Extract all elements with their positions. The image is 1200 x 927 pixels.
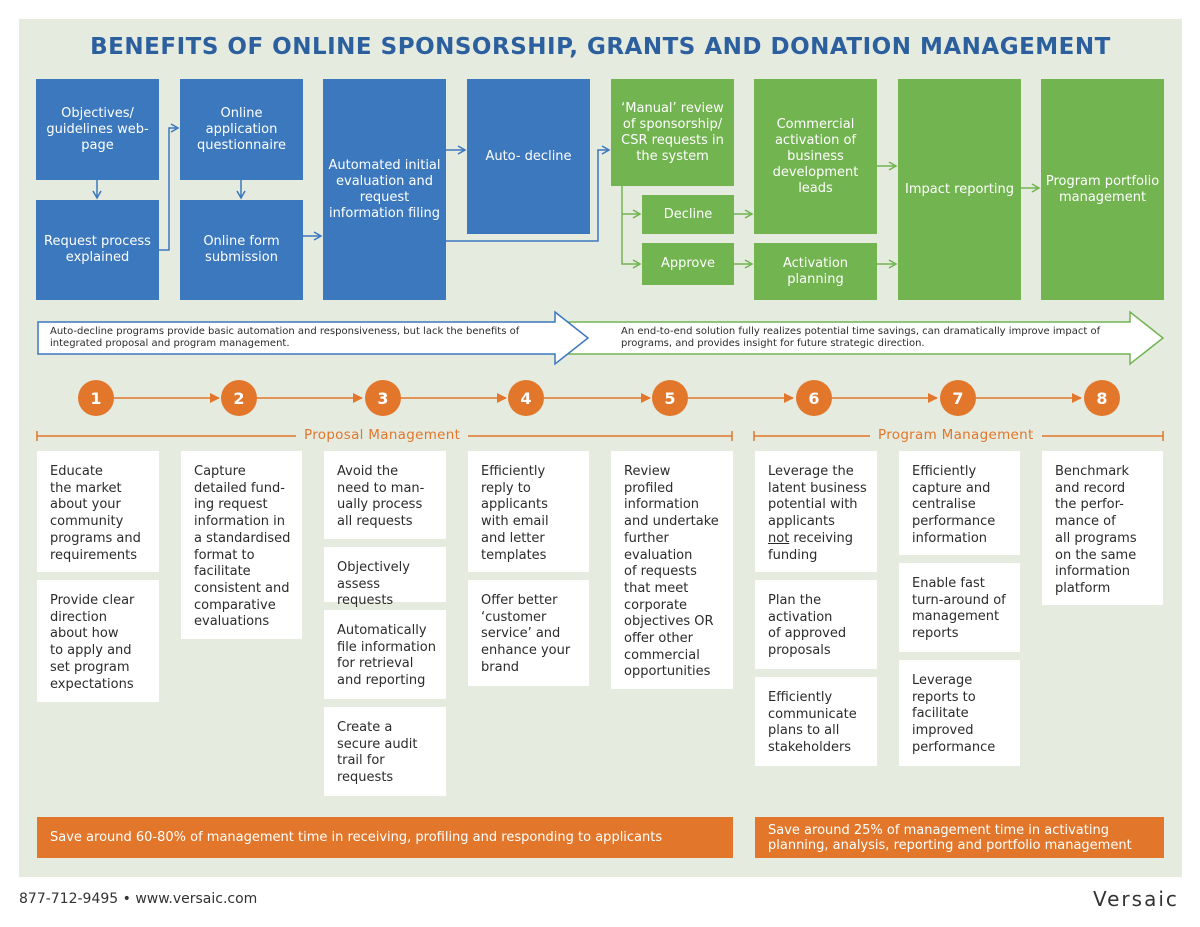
benefit-card: Automatically file information for retri… <box>324 610 446 699</box>
portfolio-management-box: Program portfolio management <box>1041 79 1164 300</box>
card-text: Leverage the latent business potential w… <box>768 464 867 530</box>
step-4: 4 <box>508 380 544 416</box>
savings-bar-proposal: Save around 60-80% of management time in… <box>37 817 733 858</box>
step-1: 1 <box>78 380 114 416</box>
benefit-card: Leverage the latent business potential w… <box>755 451 877 572</box>
step-3: 3 <box>365 380 401 416</box>
step-6: 6 <box>796 380 832 416</box>
right-banner-text: An end-to-end solution fully realizes po… <box>621 326 1101 349</box>
benefit-card: Review profiled information and undertak… <box>611 451 733 689</box>
online-questionnaire-box: Online application questionnaire <box>180 79 303 180</box>
benefit-card: Educate the market about your community … <box>37 451 159 572</box>
footer-contact: 877-712-9495 • www.versaic.com <box>19 891 258 907</box>
benefit-card: Provide clear direction about how to app… <box>37 580 159 702</box>
savings-text: Save around 25% of management time in ac… <box>768 822 1132 853</box>
step-7: 7 <box>940 380 976 416</box>
step-2: 2 <box>221 380 257 416</box>
versaic-logo: Versaic <box>1093 887 1179 911</box>
decline-box: Decline <box>642 195 734 234</box>
automated-evaluation-box: Automated initial evaluation and request… <box>323 79 446 300</box>
benefit-card: Avoid the need to man- ually process all… <box>324 451 446 539</box>
left-banner-arrow <box>37 310 590 366</box>
manual-review-box: ‘Manual’ review of sponsorship/ CSR requ… <box>611 79 734 186</box>
benefit-card: Plan the activation of approved proposal… <box>755 580 877 669</box>
savings-text: Save around 60-80% of management time in… <box>50 830 663 845</box>
auto-decline-box: Auto- decline <box>467 79 590 234</box>
online-form-box: Online form submission <box>180 200 303 300</box>
benefit-card: Efficiently capture and centralise perfo… <box>899 451 1020 555</box>
benefit-card: Efficiently reply to applicants with ema… <box>468 451 589 572</box>
left-banner-text: Auto-decline programs provide basic auto… <box>50 326 520 349</box>
impact-reporting-box: Impact reporting <box>898 79 1021 300</box>
benefit-card: Offer better ‘customer service’ and enha… <box>468 580 589 686</box>
program-management-label: Program Management <box>870 427 1042 443</box>
commercial-activation-box: Commercial activation of business develo… <box>754 79 877 234</box>
benefit-card: Create a secure audit trail for requests <box>324 707 446 796</box>
right-banner-arrow <box>554 310 1165 366</box>
card-text-emphasis: not <box>768 530 790 546</box>
benefit-card: Leverage reports to facilitate improved … <box>899 660 1020 766</box>
step-5: 5 <box>652 380 688 416</box>
approve-box: Approve <box>642 243 734 285</box>
benefit-card: Benchmark and record the perfor- mance o… <box>1042 451 1163 605</box>
page-title: BENEFITS OF ONLINE SPONSORSHIP, GRANTS A… <box>90 34 1111 60</box>
benefit-card: Capture detailed fund- ing request infor… <box>181 451 302 639</box>
benefit-card: Enable fast turn-around of management re… <box>899 563 1020 652</box>
activation-planning-box: Activation planning <box>754 243 877 300</box>
savings-bar-program: Save around 25% of management time in ac… <box>755 817 1164 858</box>
benefit-card: Efficiently communicate plans to all sta… <box>755 677 877 766</box>
proposal-management-label: Proposal Management <box>296 427 469 443</box>
card-text: receiving funding <box>768 530 854 563</box>
objectives-box: Objectives/ guidelines web-page <box>36 79 159 180</box>
request-process-box: Request process explained <box>36 200 159 300</box>
step-8: 8 <box>1084 380 1120 416</box>
benefit-card: Objectively assess requests <box>324 547 446 608</box>
